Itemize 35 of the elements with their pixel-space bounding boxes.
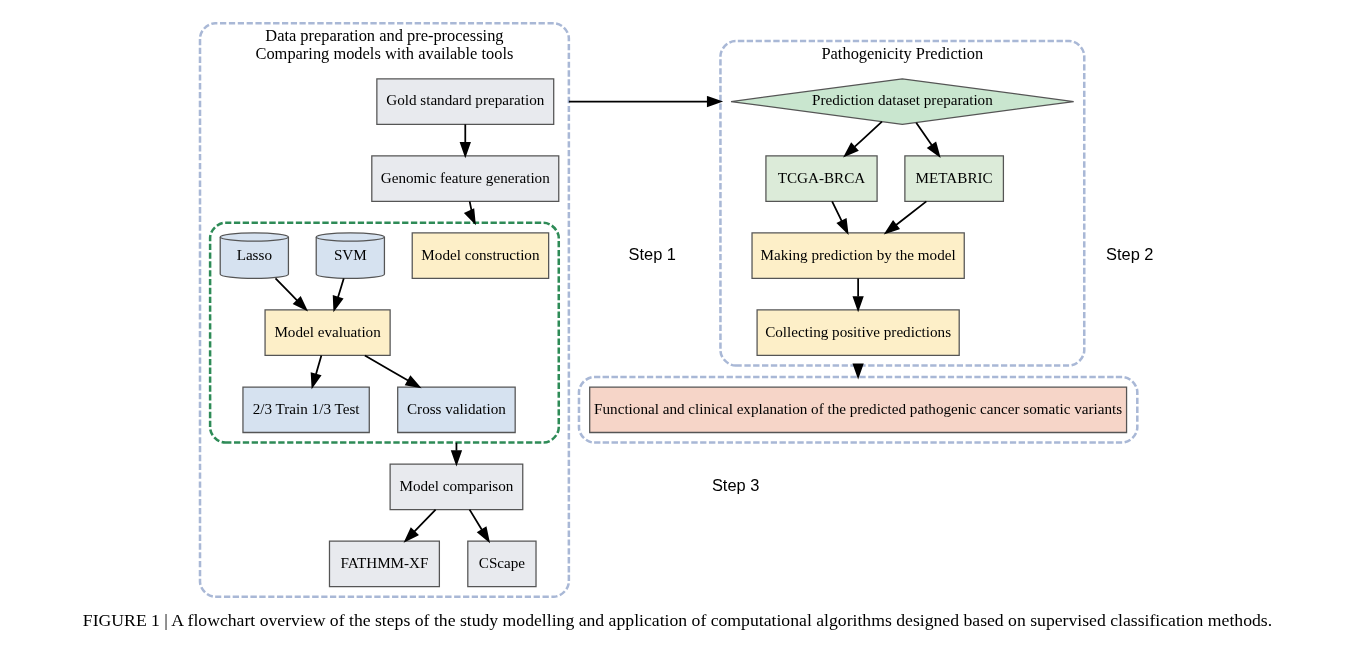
node-label: Step 3 bbox=[711, 476, 760, 495]
arrow bbox=[463, 200, 476, 226]
arrow bbox=[831, 200, 849, 236]
arrow bbox=[915, 121, 941, 158]
cluster bbox=[208, 221, 561, 444]
arrow bbox=[363, 354, 422, 389]
caption: FIGURE 1 | A flowchart overview of the steps of the study modelling and application of computational algorithms designed based on supervised classification methods. bbox=[82, 610, 1273, 631]
node-box: FATHMM-XF bbox=[328, 540, 440, 588]
node-box: METABRIC bbox=[904, 155, 1005, 202]
node-box: Model evaluation bbox=[264, 309, 391, 357]
arrow bbox=[459, 123, 471, 159]
node-box: CScape bbox=[467, 540, 537, 588]
arrow bbox=[883, 200, 928, 235]
arrow bbox=[567, 95, 724, 108]
arrow bbox=[332, 277, 345, 313]
arrow bbox=[310, 354, 323, 390]
node-box: Functional and clinical explanation of the predicted pathogenic cancer somatic variants bbox=[589, 386, 1128, 434]
node-box: TCGA-BRCA bbox=[765, 155, 878, 202]
node-box: Gold standard preparation bbox=[376, 78, 555, 125]
node-diamond: Prediction dataset preparation bbox=[730, 78, 1075, 125]
arrow bbox=[403, 508, 437, 543]
node-label: Step 1 bbox=[628, 244, 676, 263]
arrow bbox=[852, 277, 864, 313]
node-box: Cross validation bbox=[397, 386, 516, 434]
node-box: Genomic feature generation bbox=[371, 155, 560, 202]
arrow bbox=[274, 277, 309, 312]
node-box: Model comparison bbox=[389, 463, 524, 511]
arrow bbox=[843, 120, 883, 158]
arrow bbox=[468, 508, 491, 544]
node-box: Making prediction by the model bbox=[751, 232, 965, 279]
node-box: Model construction bbox=[411, 232, 550, 279]
node-box: 2/3 Train 1/3 Test bbox=[242, 386, 370, 434]
cluster bbox=[577, 375, 1139, 444]
node-label: Step 2 bbox=[1106, 244, 1154, 263]
node-box: Collecting positive predictions bbox=[756, 309, 960, 357]
